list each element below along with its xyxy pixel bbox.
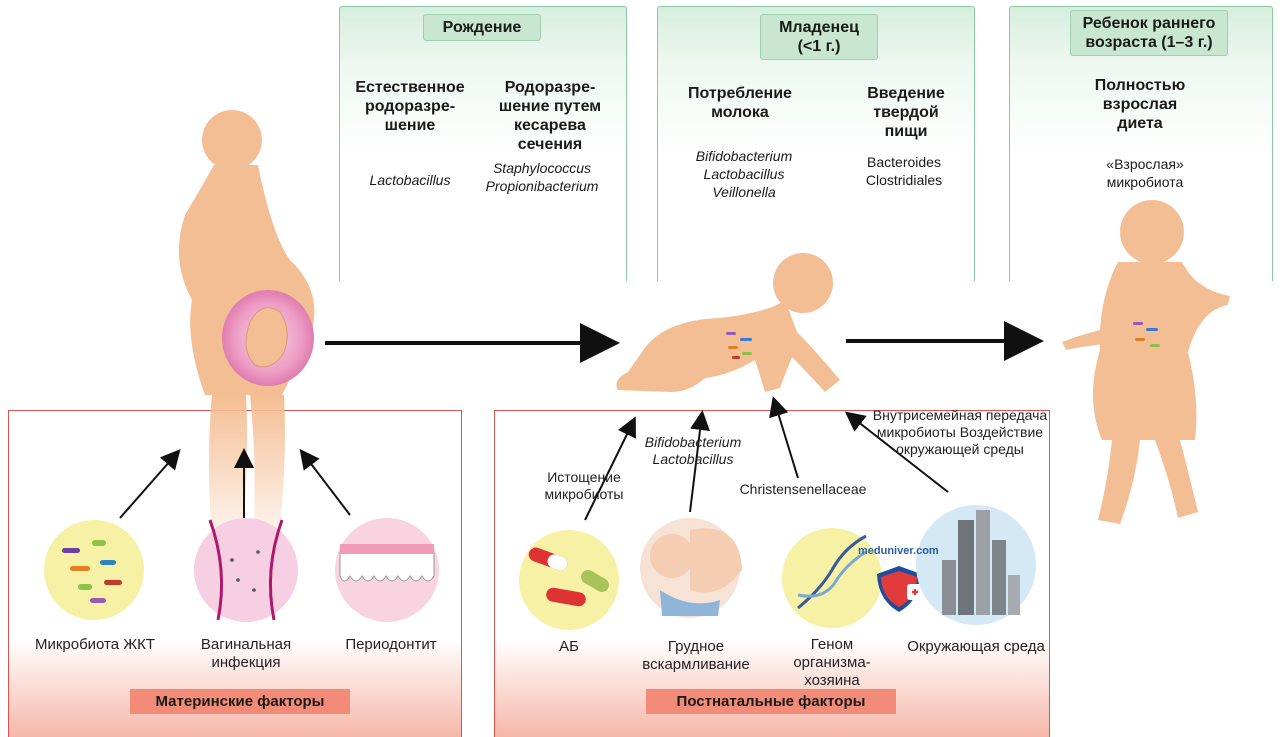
birth-natural-bacteria: Lactobacillus [369,172,451,188]
city-environment-icon [916,505,1036,625]
stage-title-toddler: Ребенок раннего возраста (1–3 г.) [1070,10,1228,56]
crawling-baby-figure [616,253,840,392]
infant-solid-heading: Введение твердой пищи [867,85,945,140]
pregnant-woman-figure [178,110,315,560]
factor-label-vaginal-infection: Вагинальная инфекция [200,636,292,671]
maternal-factors-tag: Материнские факторы [130,689,350,714]
shield-icon [877,566,923,612]
infant-solid-bacteria: Bacteroides Clostridiales [865,154,943,188]
infant-milk-heading: Потребление молока [688,85,792,121]
toddler-figure [1062,200,1230,524]
vaginal-infection-icon [194,518,298,622]
factor-label-host-genome: Геном организма-хозяина [793,636,871,689]
toddler-diet-heading: Полностью взрослая диета [1094,77,1186,132]
influence-arrow [689,410,710,513]
influence-arrow [299,448,351,516]
annotation-microbiota-depletion: Истощение микробиоты [544,469,624,502]
birth-cesarean-heading: Родоразре-шение путем кесарева сечения [498,79,602,153]
annotation-environment: Внутрисемейная передача микробиоты Возде… [872,407,1048,457]
gut-microbes-icon [726,332,752,359]
gut-microbes-icon [1133,322,1160,347]
stage-title-birth: Рождение [423,14,541,41]
factor-label-antibiotics: АБ [559,638,579,655]
factor-label-periodontitis: Периодонтит [345,636,437,653]
stage-panel-birth [339,6,627,281]
breastfeeding-icon [640,518,742,618]
stage-title-infant: Младенец (<1 г.) [760,14,878,60]
influence-arrow [769,396,799,479]
stage-panel-infant [657,6,975,281]
factor-label-breastfeeding: Грудное вскармливание [642,638,750,673]
toddler-microbiota: «Взрослая» микробиота [1106,156,1184,190]
infant-milk-bacteria: Bifidobacterium Lactobacillus Veillonell… [695,148,793,200]
gut-microbiota-icon [44,520,144,620]
influence-arrow [584,416,636,521]
factor-label-environment: Окружающая среда [907,638,1045,655]
periodontitis-icon [335,518,439,622]
postnatal-factors-tag: Постнатальные факторы [646,689,896,714]
annotation-breastfeeding-bacteria: Bifidobacterium Lactobacillus [644,434,742,467]
factor-label-gut-microbiota: Микробиота ЖКТ [34,636,156,653]
annotation-christensenellaceae: Christensenellaceae [739,481,867,497]
watermark: meduniver.com [858,545,939,557]
birth-natural-heading: Естественное родоразре-шение [355,79,465,134]
influence-arrow [119,448,181,519]
birth-cesarean-bacteria: Staphylococcus Propionibacterium [485,160,599,194]
antibiotics-icon [519,530,619,630]
host-genome-icon [782,528,882,628]
influence-arrow [844,411,949,493]
